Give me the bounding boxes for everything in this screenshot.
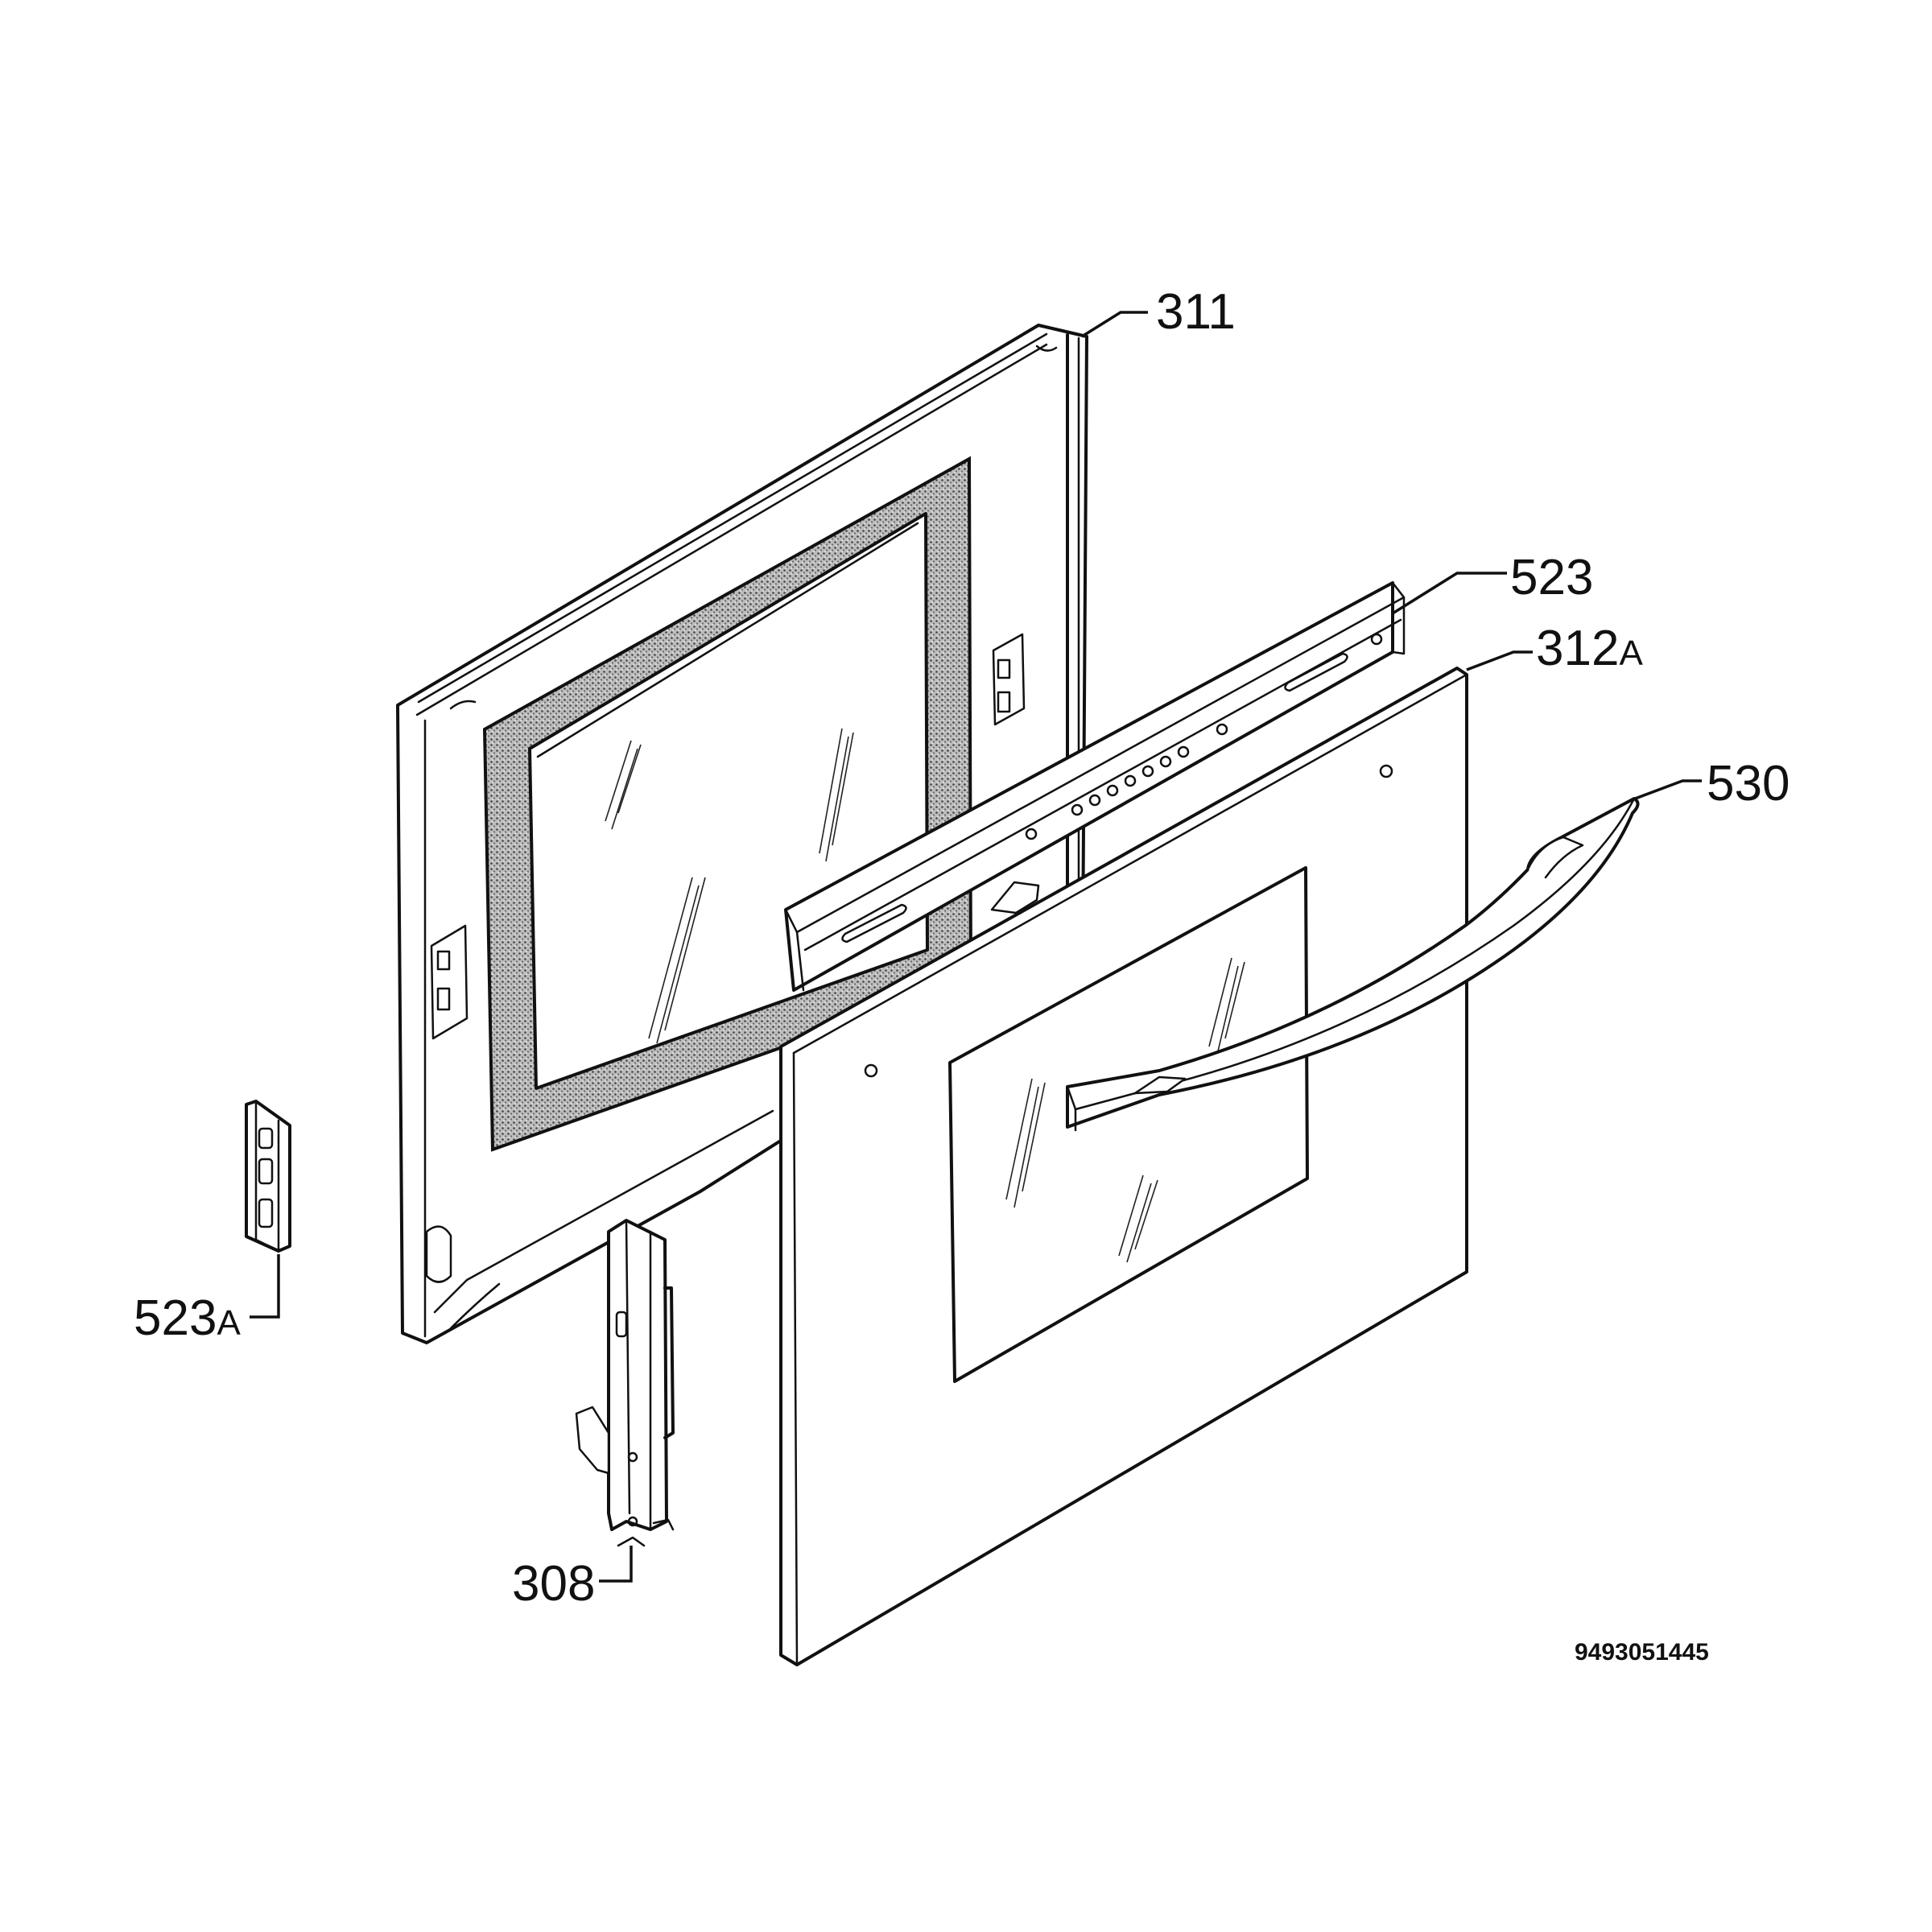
leader-lines xyxy=(250,311,1702,1583)
hinge-part-308 xyxy=(575,1219,675,1547)
callout-311: 311 xyxy=(1156,284,1236,340)
callout-312a: 312A xyxy=(1536,621,1643,676)
callout-308: 308 xyxy=(512,1556,595,1612)
drawing-code: 9493051445 xyxy=(1575,1639,1709,1666)
support-rail-part-523 xyxy=(784,581,1406,992)
bracket-part-523a xyxy=(245,1100,291,1253)
door-handle-part-530 xyxy=(1066,797,1640,1132)
callout-523: 523 xyxy=(1510,550,1593,605)
callout-530: 530 xyxy=(1707,756,1790,811)
callout-523a: 523A xyxy=(134,1290,241,1346)
outer-door-glass-part-312a xyxy=(779,667,1468,1666)
